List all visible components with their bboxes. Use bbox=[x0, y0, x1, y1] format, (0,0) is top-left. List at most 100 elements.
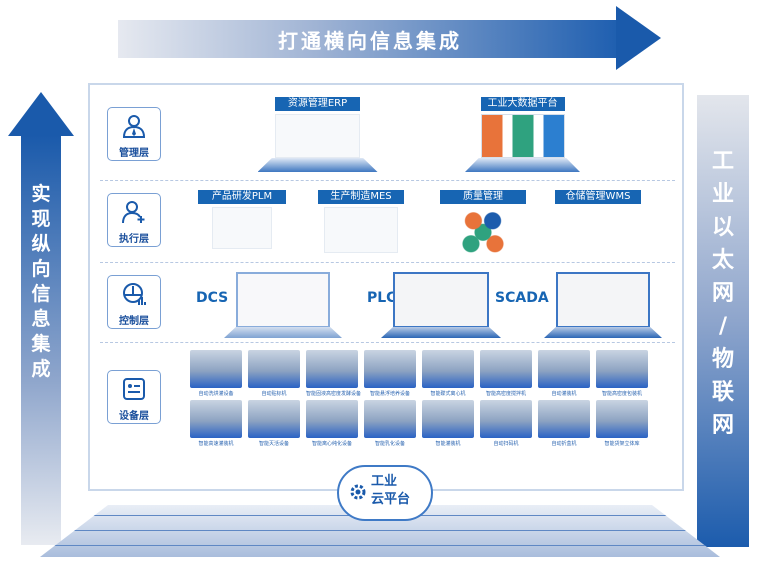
equipment-photo bbox=[538, 350, 590, 388]
platform-base bbox=[465, 158, 580, 172]
equipment-item[interactable]: 智能固液高密度发酵设备 bbox=[306, 350, 362, 397]
control-icon bbox=[123, 283, 146, 305]
equipment-item[interactable]: 自动洗烘灌设备 bbox=[190, 350, 242, 397]
equipment-photo bbox=[364, 350, 416, 388]
equipment-item[interactable]: 智能碟式离心机 bbox=[422, 350, 474, 397]
divider bbox=[100, 180, 675, 181]
equipment-photo bbox=[480, 400, 532, 438]
mes-label: 生产制造MES bbox=[318, 190, 404, 204]
scada-label: SCADA bbox=[495, 290, 549, 306]
equipment-item[interactable]: 智能悬浮培养设备 bbox=[364, 350, 416, 397]
erp-module[interactable]: 资源管理ERP bbox=[245, 97, 390, 172]
equipment-item[interactable]: 自动贴标机 bbox=[248, 350, 300, 397]
equipment-label: 智能悬浮培养设备 bbox=[369, 391, 410, 397]
equipment-photo bbox=[248, 350, 300, 388]
horizontal-integration-label: 打通横向信息集成 bbox=[278, 29, 462, 53]
equipment-label: 智能灭活设备 bbox=[258, 441, 289, 447]
layer-execution: 执行层 bbox=[107, 193, 161, 247]
layer-label: 管理层 bbox=[119, 148, 149, 159]
vertical-label-char: 息 bbox=[31, 308, 51, 330]
equipment-label: 智能高密度包装机 bbox=[601, 391, 642, 397]
divider bbox=[100, 342, 675, 343]
equipment-label: 自动洗烘灌设备 bbox=[198, 391, 234, 397]
panel-label-char: 太 bbox=[711, 248, 734, 273]
equipment-item[interactable]: 自动扫码机 bbox=[480, 400, 532, 447]
equipment-photo bbox=[596, 400, 648, 438]
equipment-label: 智能高速灌装机 bbox=[198, 441, 234, 447]
equipment-label: 自动灌装机 bbox=[551, 391, 577, 397]
mes-screenshot bbox=[324, 207, 398, 253]
plc-label: PLC bbox=[367, 290, 397, 306]
equipment-item[interactable]: 智能灭活设备 bbox=[248, 400, 300, 447]
platform-base bbox=[257, 158, 378, 172]
industrial-cloud-platform[interactable]: 工业云平台 bbox=[337, 465, 433, 521]
layer-label: 设备层 bbox=[119, 411, 149, 422]
quality-label: 质量管理 bbox=[440, 190, 526, 204]
wms-diagram bbox=[558, 207, 638, 253]
vertical-integration-arrow: 实现纵向信息集成 bbox=[8, 92, 74, 547]
equipment-label: 智能离心纯化设备 bbox=[311, 441, 352, 447]
equipment-item[interactable]: 智能高密度包装机 bbox=[596, 350, 648, 397]
erp-screenshot bbox=[275, 114, 360, 158]
vertical-label-char: 成 bbox=[31, 358, 51, 380]
industrial-ethernet-panel: 工业以太网/物联网 bbox=[697, 95, 749, 547]
dcs-label: DCS bbox=[196, 290, 229, 306]
wms-label: 仓储管理WMS bbox=[555, 190, 641, 204]
equipment-item[interactable]: 自动灌装机 bbox=[538, 350, 590, 397]
quality-diagram bbox=[459, 207, 507, 253]
equipment-photo bbox=[422, 350, 474, 388]
equipment-item[interactable]: 智能离心纯化设备 bbox=[306, 400, 358, 447]
equipment-item[interactable]: 智能乳化设备 bbox=[364, 400, 416, 447]
cloud-label-1: 工业 bbox=[371, 474, 398, 489]
equipment-label: 自动贴标机 bbox=[261, 391, 287, 397]
big-data-label: 工业大数据平台 bbox=[480, 97, 565, 111]
big-data-screenshot bbox=[480, 114, 565, 158]
plm-module[interactable]: 产品研发PLM bbox=[198, 190, 286, 249]
panel-label-char: 以 bbox=[711, 215, 734, 240]
equipment-label: 智能乳化设备 bbox=[374, 441, 405, 447]
horizontal-integration-arrow: 打通横向信息集成 bbox=[118, 6, 663, 70]
user-add-icon bbox=[122, 201, 145, 224]
dcs-screen[interactable] bbox=[224, 272, 342, 338]
layer-management: 管理层 bbox=[107, 107, 161, 161]
device-icon bbox=[123, 378, 145, 400]
layer-device: 设备层 bbox=[107, 370, 161, 424]
vertical-label-char: 实 bbox=[31, 183, 51, 205]
plc-screen[interactable] bbox=[381, 272, 501, 338]
mes-module[interactable]: 生产制造MES bbox=[318, 190, 404, 253]
quality-module[interactable]: 质量管理 bbox=[440, 190, 526, 253]
scada-screen[interactable] bbox=[544, 272, 662, 338]
layer-label: 控制层 bbox=[119, 316, 149, 327]
big-data-module[interactable]: 工业大数据平台 bbox=[455, 97, 590, 172]
divider bbox=[100, 262, 675, 263]
panel-label-char: 工 bbox=[711, 149, 734, 174]
panel-label-char: / bbox=[718, 314, 728, 339]
panel-label-char: 网 bbox=[711, 413, 734, 438]
industrial-ethernet-label: 工业以太网/物联网 bbox=[703, 145, 743, 442]
vertical-integration-label: 实现纵向信息集成 bbox=[21, 182, 61, 382]
wms-module[interactable]: 仓储管理WMS bbox=[555, 190, 641, 253]
equipment-label: 智能碟式离心机 bbox=[430, 391, 466, 397]
equipment-photo bbox=[364, 400, 416, 438]
vertical-label-char: 现 bbox=[31, 208, 51, 230]
equipment-item[interactable]: 自动折盒机 bbox=[538, 400, 590, 447]
equipment-photo bbox=[480, 350, 532, 388]
vertical-label-char: 信 bbox=[31, 283, 51, 305]
panel-label-char: 网 bbox=[711, 281, 734, 306]
equipment-label: 自动折盒机 bbox=[551, 441, 577, 447]
equipment-photo bbox=[306, 400, 358, 438]
equipment-photo bbox=[306, 350, 358, 388]
equipment-photo bbox=[190, 400, 242, 438]
equipment-item[interactable]: 智能高密度搅拌机 bbox=[480, 350, 532, 397]
plm-screenshot bbox=[212, 207, 272, 249]
layer-control: 控制层 bbox=[107, 275, 161, 329]
equipment-item[interactable]: 智能货架立体库 bbox=[596, 400, 648, 447]
equipment-item[interactable]: 智能灌装机 bbox=[422, 400, 474, 447]
equipment-label: 智能固液高密度发酵设备 bbox=[306, 391, 362, 397]
cloud-label-2: 云平台 bbox=[371, 492, 411, 507]
gear-icon bbox=[350, 484, 366, 500]
equipment-item[interactable]: 智能高速灌装机 bbox=[190, 400, 242, 447]
panel-label-char: 联 bbox=[711, 380, 734, 405]
manager-icon bbox=[122, 115, 146, 138]
vertical-label-char: 向 bbox=[31, 258, 51, 280]
